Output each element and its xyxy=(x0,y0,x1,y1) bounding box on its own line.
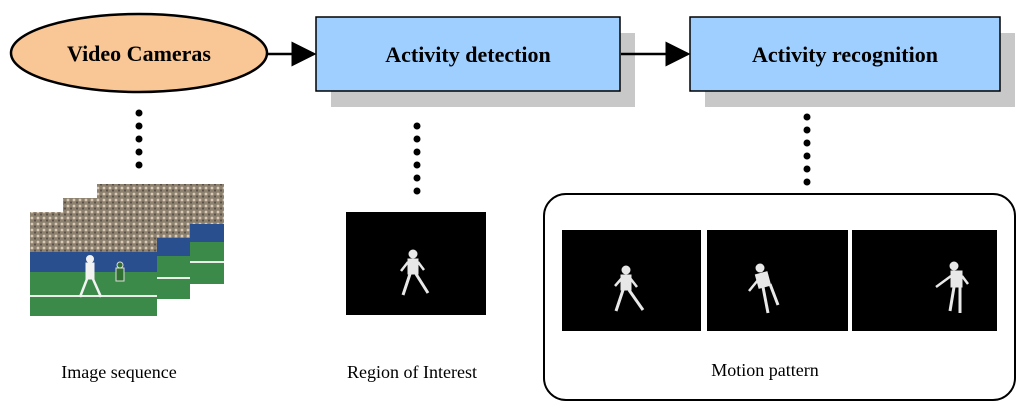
activity-recognition-label: Activity recognition xyxy=(752,42,938,67)
motion-pattern-caption: Motion pattern xyxy=(711,360,818,380)
player-silhouette xyxy=(400,249,430,296)
sequence-frame-1 xyxy=(30,212,157,316)
region-of-interest-frame xyxy=(346,212,486,315)
motion-frame-1 xyxy=(562,230,701,331)
dotted-connector-recognition xyxy=(803,113,811,186)
video-cameras-node: Video Cameras xyxy=(9,12,269,94)
image-sequence-frames xyxy=(30,184,224,316)
motion-pattern-container xyxy=(543,193,1016,401)
motion-frame-3 xyxy=(852,230,997,331)
image-sequence-caption: Image sequence xyxy=(61,362,176,382)
video-cameras-label: Video Cameras xyxy=(67,41,211,66)
region-of-interest-caption: Region of Interest xyxy=(347,362,477,382)
dotted-connector-detection xyxy=(413,122,421,195)
activity-detection-label: Activity detection xyxy=(385,42,551,67)
activity-detection-node: Activity detection xyxy=(315,16,635,107)
dotted-connector-cameras xyxy=(135,109,143,169)
motion-frame-2 xyxy=(707,230,848,331)
activity-recognition-node: Activity recognition xyxy=(689,16,1015,107)
